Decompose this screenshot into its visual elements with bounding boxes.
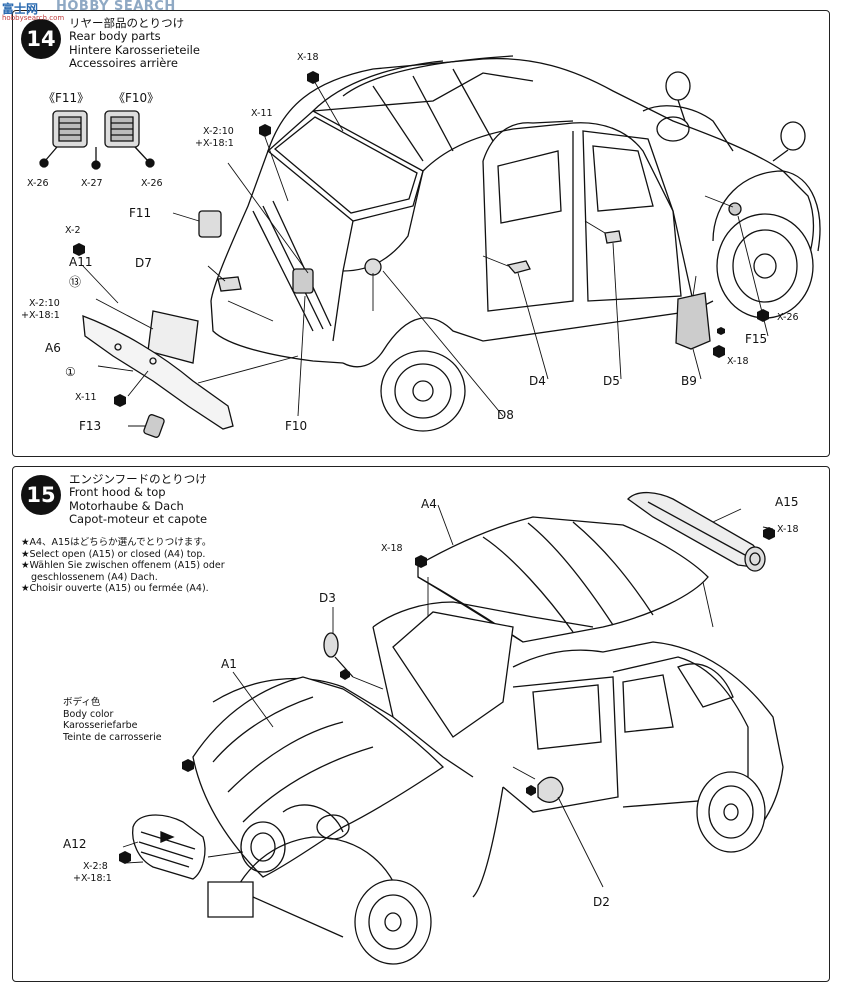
label-circle-13: ⑬ [69, 275, 82, 289]
label-x26-f15: X-26 [777, 312, 799, 323]
step-number-14: 14 [21, 19, 61, 59]
body-color-de: Karosseriefarbe [63, 720, 138, 732]
label-circle-1: ① [65, 365, 76, 379]
title-fr: Accessoires arrière [69, 56, 178, 71]
title-en: Rear body parts [69, 29, 161, 44]
label-x2-10-a: X-2:10 [203, 126, 234, 137]
label-x18-1-a: +X-18:1 [195, 138, 234, 149]
front-hood-top-drawing [119, 467, 830, 982]
label-x18-top: X-18 [297, 52, 319, 63]
watermark: 富士网 HOBBY SEARCH hobbysearch.com [0, 0, 180, 30]
label-a6: A6 [45, 341, 61, 355]
label-x11-top: X-11 [251, 108, 273, 119]
label-f10-box: 《F10》 [113, 91, 160, 105]
car-front-body [193, 602, 783, 964]
watermark-logo: 富士网 [2, 2, 39, 16]
body-color-note: ボディ色 Body color Karosseriefarbe Teinte d… [63, 697, 162, 743]
note-fr: ★Choisir ouverte (A15) ou fermée (A4). [21, 583, 209, 595]
label-x18-a15: X-18 [777, 524, 799, 535]
f11-f10-detail-icons [40, 111, 154, 169]
front-parts [133, 633, 563, 879]
title-de: Motorhaube & Dach [69, 498, 184, 513]
label-x2: X-2 [65, 225, 81, 236]
label-x27: X-27 [81, 178, 103, 189]
label-d8: D8 [497, 408, 514, 422]
body-color-fr: Teinte de carrosserie [63, 731, 162, 743]
rear-body-assembly-drawing [13, 11, 830, 457]
title-jp: リヤー部品のとりつけ [69, 16, 185, 30]
label-a11: A11 [69, 255, 93, 269]
body-color-jp: ボディ色 [63, 697, 101, 708]
label-d7: D7 [135, 256, 152, 270]
screw-icons [119, 527, 775, 864]
step-14-titles: リヤー部品のとりつけ Rear body parts Hintere Karos… [69, 16, 200, 71]
label-x26-a: X-26 [27, 178, 49, 189]
leader-lines [123, 505, 773, 887]
label-x18-b9: X-18 [727, 356, 749, 367]
body-color-en: Body color [63, 708, 114, 720]
step-number-15: 15 [21, 475, 61, 515]
label-x2-8: X-2:8 [83, 861, 108, 872]
watermark-url: hobbysearch.com [2, 14, 65, 22]
step-15-panel: 15 エンジンフードのとりつけ Front hood & top Motorha… [12, 466, 830, 982]
a4-closed-roof [418, 517, 708, 642]
label-a1: A1 [221, 657, 237, 671]
label-f11-box: 《F11》 [43, 91, 90, 105]
title-fr: Capot-moteur et capote [69, 512, 208, 527]
note-en: ★Select open (A15) or closed (A4) top. [21, 548, 206, 560]
a15-open-top-roll [628, 493, 765, 571]
label-d5: D5 [603, 374, 620, 388]
car-rear-body [211, 56, 820, 431]
label-a4: A4 [421, 497, 437, 511]
label-f11: F11 [129, 206, 152, 220]
label-f13: F13 [79, 419, 102, 433]
selection-notes: ★A4、A15はどちらか選んでとりつけます。 ★Select open (A15… [21, 537, 225, 595]
title-en: Front hood & top [69, 485, 166, 500]
label-x18-1: +X-18:1 [73, 873, 112, 884]
note-de-2: geschlossenem (A4) Dach. [31, 571, 158, 583]
label-a12: A12 [63, 837, 87, 851]
title-jp: エンジンフードのとりつけ [69, 472, 207, 486]
label-f10: F10 [285, 419, 308, 433]
label-b9: B9 [681, 374, 697, 388]
label-d2: D2 [593, 895, 610, 909]
step-15-titles: エンジンフードのとりつけ Front hood & top Motorhaube… [69, 472, 208, 527]
label-f15: F15 [745, 332, 768, 346]
leader-lines [83, 79, 768, 426]
label-x11-bottom: X-11 [75, 392, 97, 403]
label-x18-a4: X-18 [381, 543, 403, 554]
title-de: Hintere Karosserieteile [69, 42, 200, 57]
note-de-1: ★Wählen Sie zwischen offenem (A15) oder [21, 560, 225, 572]
note-jp: ★A4、A15はどちらか選んでとりつけます。 [21, 537, 212, 548]
label-a15: A15 [775, 495, 799, 509]
label-x2-10-b: X-2:10 [29, 298, 60, 309]
rear-parts [83, 203, 741, 438]
label-d3: D3 [319, 591, 336, 605]
label-x26-b: X-26 [141, 178, 163, 189]
label-x18-1-b: +X-18:1 [21, 310, 60, 321]
watermark-text: HOBBY SEARCH [56, 0, 176, 14]
step-14-panel: 14 リヤー部品のとりつけ Rear body parts Hintere Ka… [12, 10, 830, 457]
label-d4: D4 [529, 374, 546, 388]
